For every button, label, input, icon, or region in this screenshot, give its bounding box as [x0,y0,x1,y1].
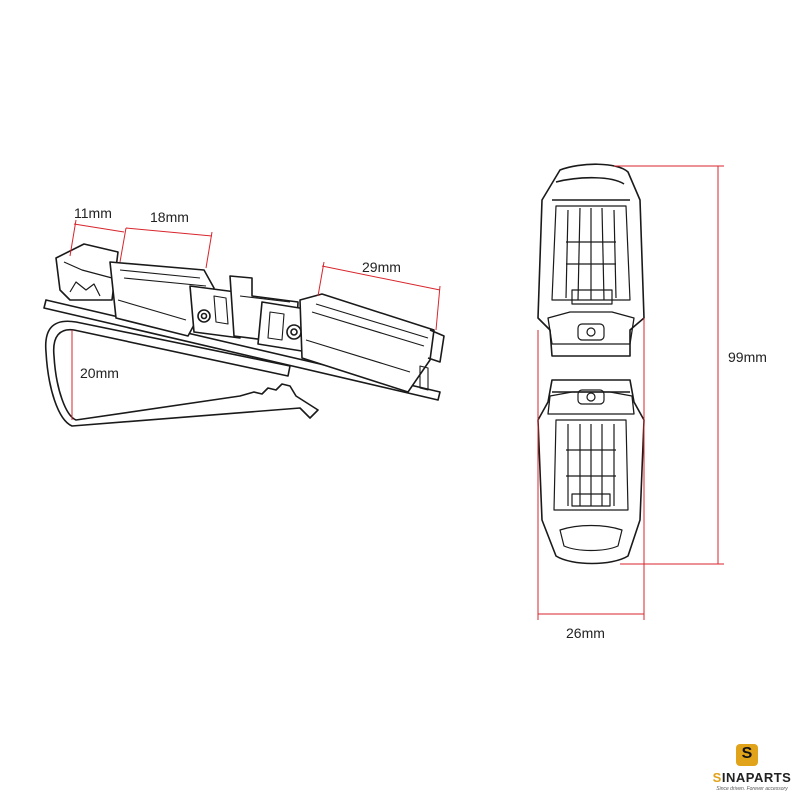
dim-18mm-label: 18mm [150,209,189,225]
upper-ribs [551,205,631,305]
dim-20mm-label: 20mm [80,365,119,381]
brand-name-first: S [712,770,722,785]
dim-99mm-label: 99mm [728,349,767,365]
brand-tagline: Since driven. Forever accessory [716,786,788,792]
brand-icon-letter: S [741,745,753,762]
brand-name: SINAPARTS [708,770,796,785]
top-view [537,163,645,565]
brand-icon: S [736,744,758,766]
brand-name-rest: INAPARTS [721,770,792,785]
lower-ribs [553,419,629,552]
dim-11mm-label: 11mm [74,205,112,221]
dim-26mm-label: 26mm [566,625,605,641]
side-view [43,243,445,427]
dim-29mm-label: 29mm [362,259,401,275]
side-dimensions [69,219,441,420]
upper-hinge [547,311,635,345]
spring-clip [44,320,319,427]
left-cap [55,243,119,301]
brand-logo: S SINAPARTS Since driven. Forever access… [708,744,796,796]
top-dimensions [537,165,724,620]
lower-hinge [547,391,635,415]
